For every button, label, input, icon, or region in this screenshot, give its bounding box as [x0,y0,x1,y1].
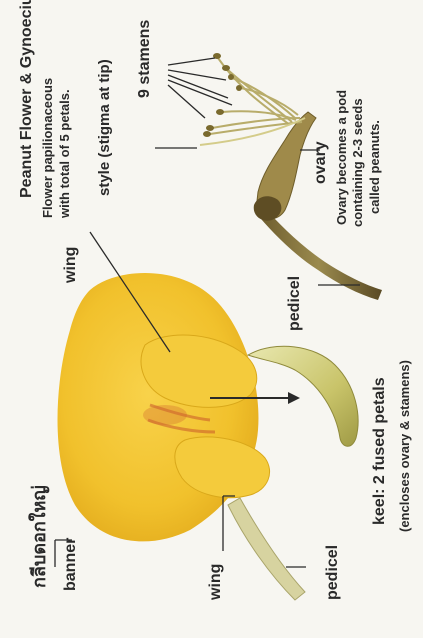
subtitle-line2: with total of 5 petals. [57,89,72,218]
flower-pedicel [228,498,305,600]
thai-banner-label: กลีบดอกใหญ่ [24,485,53,588]
keel [248,346,358,446]
banner-label: banner [62,538,80,591]
ovary-note-line3: called peanuts. [367,120,382,214]
pedicel-label-top: pedicel [286,276,304,331]
ovary-note-line1: Ovary becomes a pod [334,90,349,225]
stamens-label: 9 stamens [136,20,154,98]
banner-center [143,405,187,425]
ovary-note-line2: containing 2-3 seeds [350,98,365,227]
wing-label-top: wing [62,247,80,283]
keel-arrowhead [288,392,300,404]
ovary-label: ovary [312,141,330,184]
wing-label-bottom: wing [207,564,225,600]
subtitle-line1: Flower papilionaceous [40,78,55,218]
title: Peanut Flower & Gynoecium [18,0,36,198]
keel-label-line1: keel: 2 fused petals [371,377,389,525]
keel-label-line2: (encloses ovary & stamens) [397,360,412,532]
style-label: style (stigma at tip) [96,59,113,196]
pedicel-label-bottom: pedicel [324,545,342,600]
